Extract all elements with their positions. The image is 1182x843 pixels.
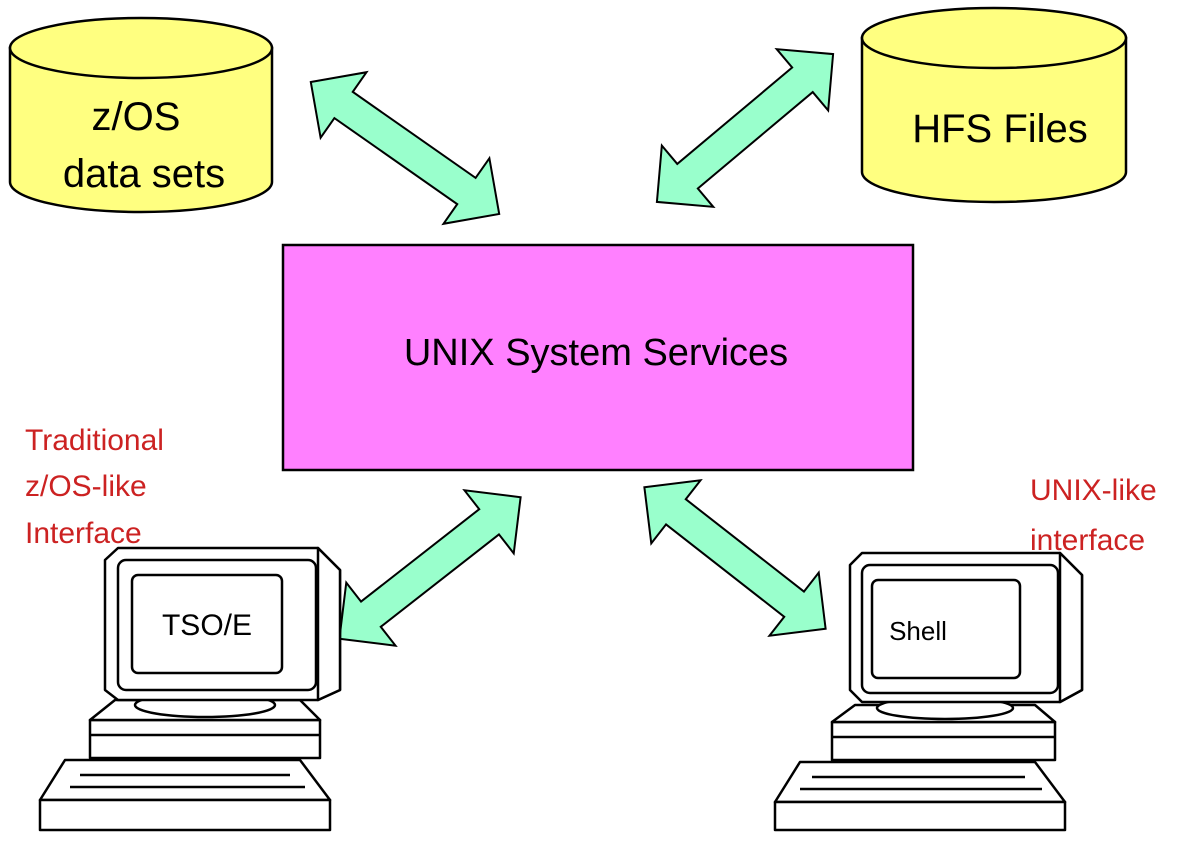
zos-datasets-cylinder: z/OS data sets bbox=[8, 16, 274, 214]
arrow-shell-uss bbox=[618, 454, 852, 662]
unix-system-services-box: UNIX System Services bbox=[281, 243, 915, 472]
arrow-datasets-uss bbox=[286, 48, 524, 248]
tso-label: TSO/E bbox=[162, 609, 252, 642]
monitor-side bbox=[1058, 551, 1084, 704]
tso-terminal: TSO/E bbox=[38, 546, 342, 832]
arrow-hfs-uss bbox=[630, 22, 860, 234]
left-caption-line3: Interface bbox=[25, 517, 142, 550]
cylinder-top bbox=[8, 16, 274, 80]
base-unit bbox=[88, 718, 322, 760]
right-caption-line2: interface bbox=[1030, 524, 1145, 557]
cylinder-body bbox=[8, 46, 274, 214]
keyboard-top bbox=[38, 758, 332, 802]
monitor-screen bbox=[870, 578, 1022, 680]
right-caption-line1: UNIX-like bbox=[1030, 474, 1157, 507]
left-caption-line1: Traditional bbox=[25, 424, 164, 457]
shell-label: Shell bbox=[889, 616, 947, 646]
keyboard-front bbox=[773, 800, 1067, 832]
captions: Traditional z/OS-like Interface UNIX-lik… bbox=[25, 424, 1157, 557]
left-caption-line2: z/OS-like bbox=[25, 470, 147, 503]
datasets-label: data sets bbox=[63, 152, 225, 196]
hfs-files-cylinder: HFS Files bbox=[860, 6, 1128, 204]
keyboard-top bbox=[773, 760, 1067, 804]
base-unit bbox=[830, 720, 1057, 762]
hfs-label: HFS Files bbox=[912, 107, 1088, 151]
monitor-side bbox=[316, 546, 342, 702]
cylinder-body bbox=[860, 36, 1128, 204]
zos-label: z/OS bbox=[92, 95, 181, 139]
arrow-tso-uss bbox=[313, 464, 547, 672]
center-label: UNIX System Services bbox=[404, 332, 788, 374]
monitor-screen bbox=[130, 573, 284, 675]
keyboard-front bbox=[38, 798, 332, 832]
cylinder-top bbox=[860, 6, 1128, 70]
center-box bbox=[281, 243, 915, 472]
shell-terminal: Shell bbox=[773, 551, 1084, 832]
